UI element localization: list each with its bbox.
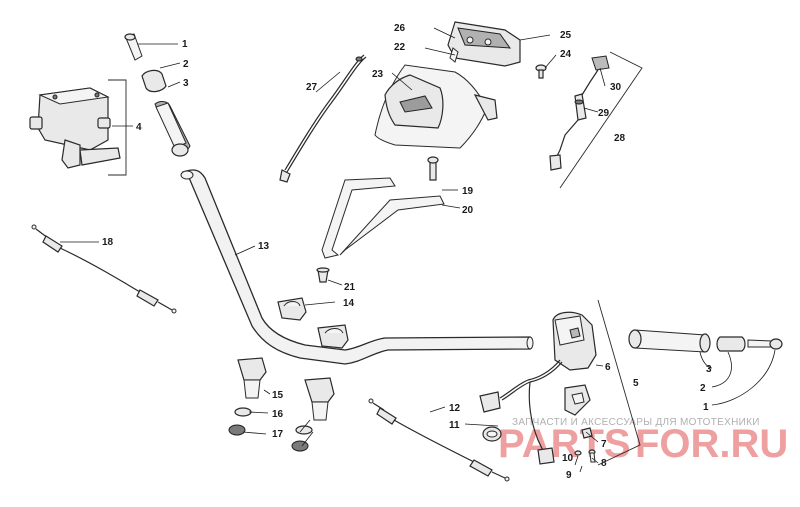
callout-22: 22: [394, 42, 406, 53]
screw-24: [535, 64, 547, 79]
handlebar-tube: [180, 169, 534, 365]
watermark: ЗАПЧАСТИ И АКСЕССУАРЫ ДЛЯ МОТОТЕХНИКИ PA…: [498, 417, 788, 466]
callout-20: 20: [462, 205, 474, 216]
callout-6: 6: [605, 362, 611, 373]
callout-1-left: 1: [182, 39, 188, 50]
group-brackets: [108, 51, 643, 466]
callout-9: 9: [566, 470, 572, 481]
callout-23: 23: [372, 69, 384, 80]
callout-14: 14: [343, 298, 355, 309]
callout-17: 17: [272, 429, 284, 440]
throttle-cable-18: [31, 224, 177, 314]
callout-19: 19: [462, 186, 474, 197]
callout-27: 27: [306, 82, 318, 93]
display-housing: [374, 64, 498, 149]
callout-5: 5: [633, 378, 639, 389]
callout-25: 25: [560, 30, 572, 41]
callout-3-left: 3: [183, 78, 189, 89]
callout-29: 29: [598, 108, 610, 119]
callout-16: 16: [272, 409, 284, 420]
callout-10: 10: [562, 453, 574, 464]
callout-26: 26: [394, 23, 406, 34]
callout-4: 4: [136, 122, 142, 133]
grommet-11: [482, 426, 502, 442]
brake-master-cylinder: [29, 87, 121, 169]
bolt-21: [316, 267, 330, 283]
callout-24: 24: [560, 49, 572, 60]
callout-21: 21: [344, 282, 356, 293]
callout-2-right: 2: [700, 383, 706, 394]
small-parts-right: [574, 427, 596, 463]
callout-1-right: 1: [703, 402, 709, 413]
upper-clamps: [277, 297, 349, 349]
callout-18: 18: [102, 237, 114, 248]
cable-12: [368, 398, 510, 482]
callout-15: 15: [272, 390, 284, 401]
callout-12: 12: [449, 403, 461, 414]
riser-right: [291, 377, 335, 452]
wiring-harness: [549, 55, 610, 171]
callout-labels: 1 2 3 4 18 13 27 23 22 26 25 24 30 29 28…: [102, 23, 712, 481]
callout-8: 8: [601, 458, 607, 469]
callout-3-right: 3: [706, 364, 712, 375]
leader-lines: [60, 27, 776, 473]
left-grip-parts: [124, 33, 191, 157]
cable-27: [279, 54, 367, 183]
callout-28: 28: [614, 133, 626, 144]
callout-2-left: 2: [183, 59, 189, 70]
callout-30: 30: [610, 82, 622, 93]
watermark-brand-right: FOR.RU: [635, 422, 788, 466]
callout-11: 11: [449, 420, 460, 431]
callout-7: 7: [601, 439, 607, 450]
watermark-brand-left: PARTS: [498, 422, 631, 466]
riser-left: [228, 357, 267, 436]
callout-13: 13: [258, 241, 270, 252]
display-bracket: [321, 156, 445, 259]
right-switch-housing: [479, 311, 597, 465]
gauge-cluster: [447, 21, 521, 67]
watermark-caption: ЗАПЧАСТИ И АКСЕССУАРЫ ДЛЯ МОТОТЕХНИКИ: [512, 417, 760, 428]
right-grip-parts: [628, 329, 783, 353]
